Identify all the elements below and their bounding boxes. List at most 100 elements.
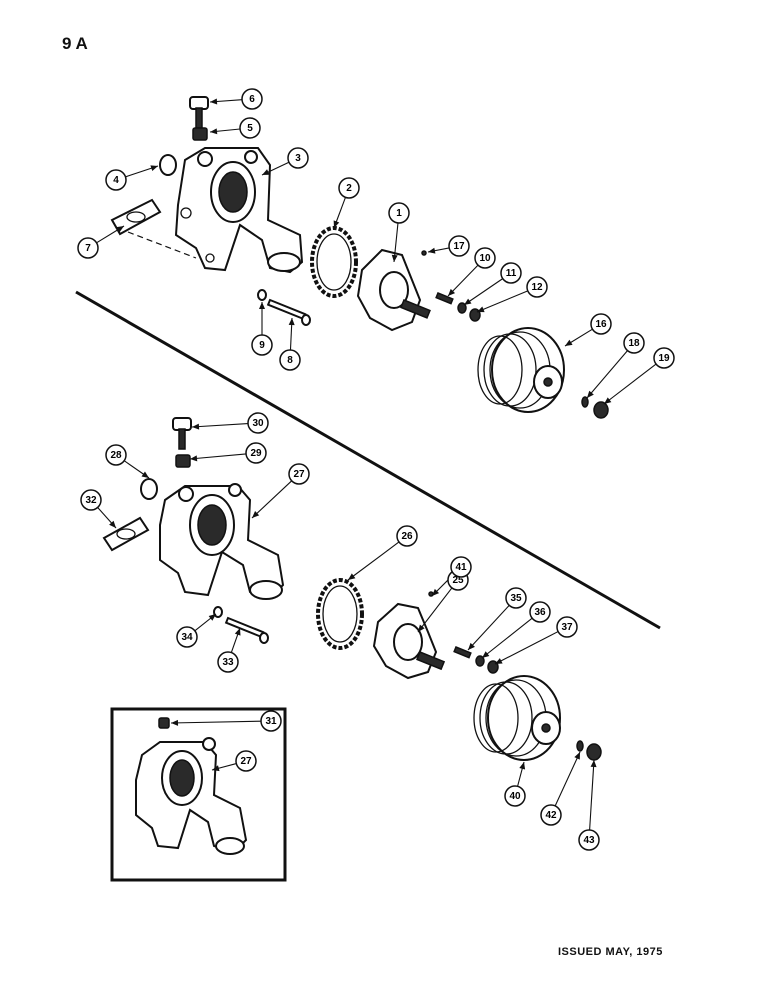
callout-number: 27 (293, 469, 305, 480)
leader-10 (447, 264, 479, 297)
arrowhead-36 (482, 651, 490, 658)
washer-18 (581, 396, 589, 408)
callout-36: 36 (529, 601, 551, 623)
arrowhead-17 (428, 247, 436, 254)
callout-circle (80, 489, 102, 511)
issue-date: ISSUED MAY, 1975 (558, 946, 663, 958)
washer-11 (457, 302, 467, 314)
callout-circle (247, 412, 269, 434)
callout-9: 9 (251, 334, 273, 356)
callout-circle (217, 651, 239, 673)
callout-number: 26 (401, 531, 413, 542)
callout-circle (77, 237, 99, 259)
gasket-7 (110, 198, 162, 236)
callout-32: 32 (80, 489, 102, 511)
arrowhead-9 (259, 302, 265, 309)
leader-30 (191, 423, 249, 428)
callout-3: 3 (287, 147, 309, 169)
callout-circle (239, 117, 261, 139)
arrowhead-25 (418, 624, 425, 632)
callout-35: 35 (505, 587, 527, 609)
callout-number: 11 (506, 268, 517, 279)
callout-16: 16 (590, 313, 612, 335)
water-pump-25 (372, 602, 446, 680)
callout-circle (578, 829, 600, 851)
callout-circle (529, 601, 551, 623)
stud-35 (453, 646, 472, 659)
arrowhead-5 (210, 128, 218, 135)
washer-34 (213, 606, 223, 618)
callout-34: 34 (176, 626, 198, 648)
bolt-8 (266, 298, 311, 326)
callout-number: 25 (452, 575, 464, 586)
callout-circle (388, 202, 410, 224)
washer-42 (576, 740, 584, 752)
callout-circle (526, 276, 548, 298)
arrowhead-2 (333, 220, 340, 228)
callout-circle (556, 616, 578, 638)
callout-circle (505, 587, 527, 609)
callout-circle (653, 347, 675, 369)
leader-35 (467, 604, 510, 651)
leader-18 (586, 350, 628, 399)
divider-line (75, 290, 661, 630)
callout-10: 10 (474, 247, 496, 269)
callout-circle (590, 313, 612, 335)
bolt-33 (224, 616, 269, 644)
callout-number: 19 (658, 353, 670, 364)
callout-number: 36 (534, 607, 546, 618)
inset-box (110, 707, 287, 882)
temperature-sender-top (189, 96, 209, 141)
leader-37 (494, 631, 559, 665)
callout-number: 43 (583, 835, 595, 846)
callout-41: 41 (450, 556, 472, 578)
arrowhead-26 (348, 573, 356, 580)
inset-housing (135, 737, 248, 855)
callout-number: 32 (85, 495, 97, 506)
callout-number: 1 (396, 208, 402, 219)
arrowhead-8 (288, 318, 295, 326)
callout-11: 11 (500, 262, 522, 284)
callout-circle (500, 262, 522, 284)
leader-25 (417, 587, 453, 633)
callout-circle (260, 710, 282, 732)
callout-circle (504, 785, 526, 807)
callout-number: 40 (509, 791, 521, 802)
arrowhead-12 (477, 306, 485, 313)
leader-27 (251, 480, 293, 519)
callout-7: 7 (77, 237, 99, 259)
arrowhead-4 (150, 165, 158, 172)
callout-number: 29 (250, 448, 262, 459)
leader-19 (603, 363, 657, 405)
callout-number: 37 (561, 622, 573, 633)
arrowhead-28 (141, 471, 149, 478)
callout-29: 29 (245, 442, 267, 464)
callout-26: 26 (396, 525, 418, 547)
arrowhead-32 (109, 520, 116, 528)
callout-circle (105, 444, 127, 466)
callout-number: 9 (259, 340, 265, 351)
callout-30: 30 (247, 412, 269, 434)
callout-4: 4 (105, 169, 127, 191)
arrowhead-37 (495, 658, 503, 664)
callout-33: 33 (217, 651, 239, 673)
callout-number: 3 (295, 153, 301, 164)
callout-circle (396, 525, 418, 547)
callout-circle (241, 88, 263, 110)
arrowhead-7 (116, 226, 124, 233)
callout-circle (338, 177, 360, 199)
nut-19 (593, 401, 609, 419)
callout-37: 37 (556, 616, 578, 638)
callout-number: 27 (240, 756, 252, 767)
pulley-16 (477, 327, 565, 413)
arrowhead-16 (565, 339, 573, 346)
temperature-sender-bottom (172, 417, 192, 468)
nut-43 (586, 743, 602, 761)
arrowhead-29 (190, 455, 198, 462)
pin-17 (421, 250, 427, 256)
arrowhead-43 (590, 760, 597, 768)
washer-9 (257, 289, 267, 301)
callout-circle (450, 556, 472, 578)
